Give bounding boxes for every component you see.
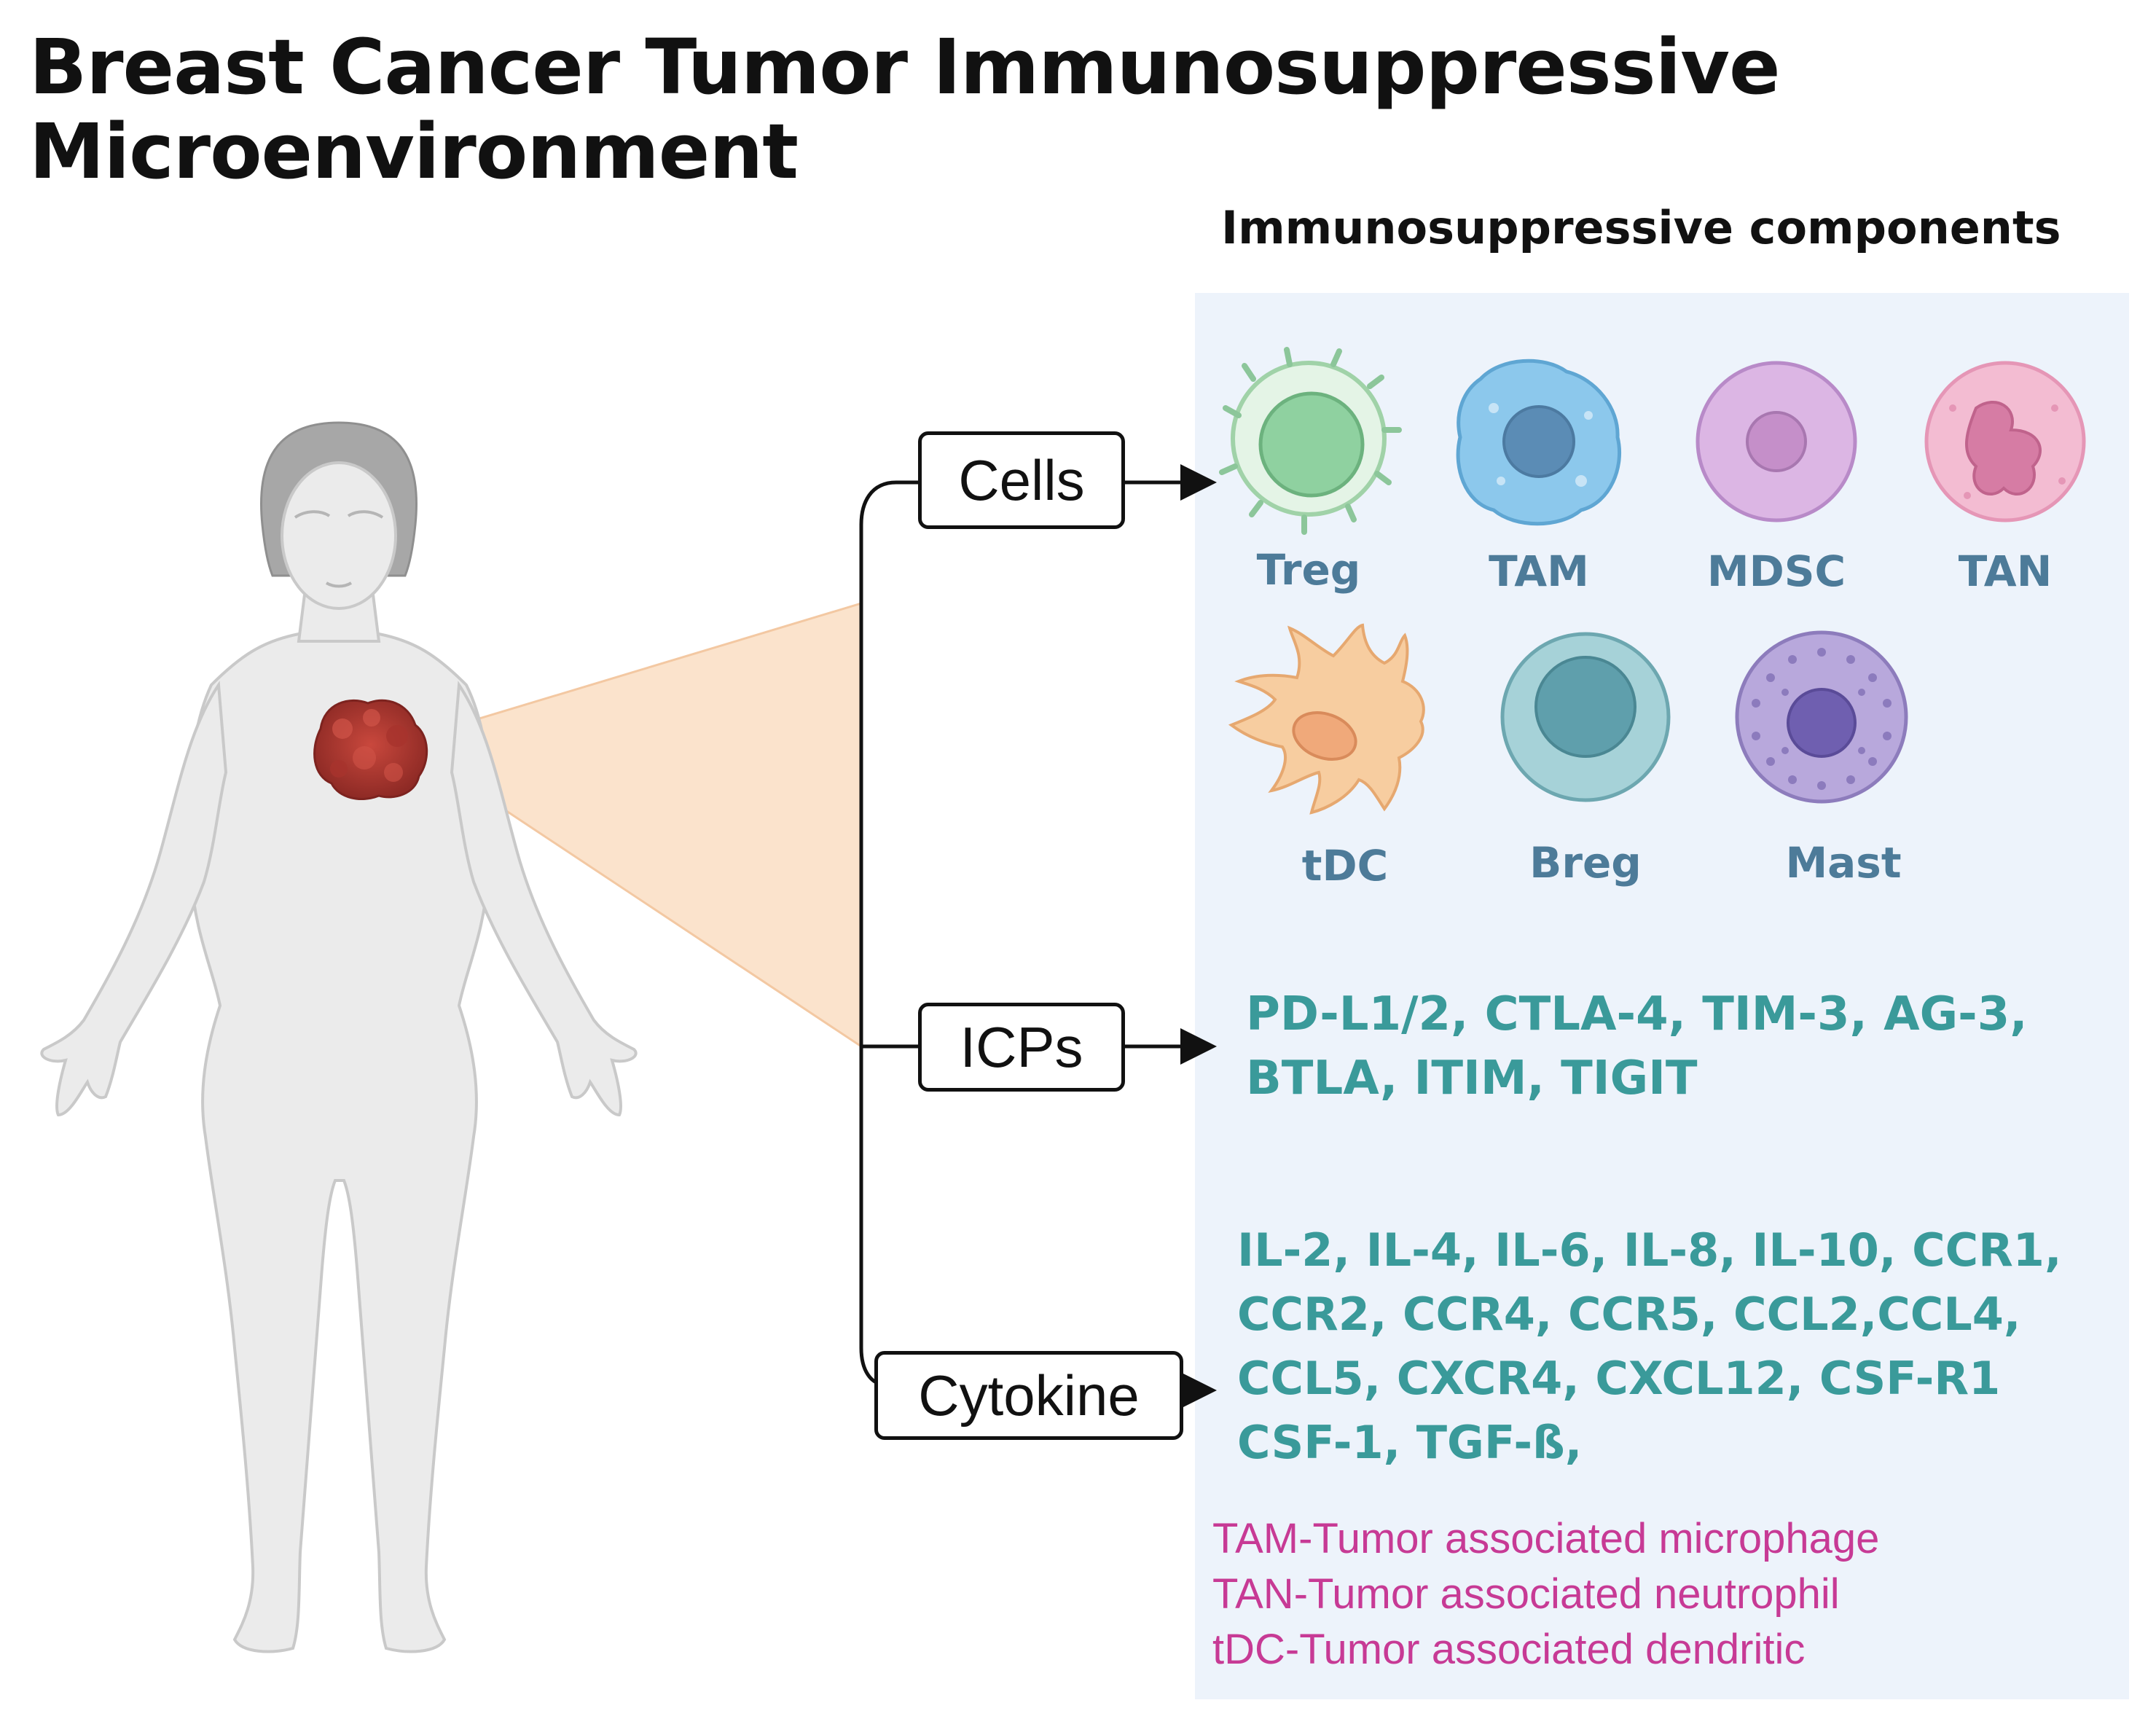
cytokine-line-4: CSF-1, TGF-ß, (1237, 1416, 1583, 1469)
mast-cell-icon (1735, 630, 1908, 804)
cell-label-tam: TAM (1489, 547, 1589, 596)
icps-list: PD-L1/2, CTLA-4, TIM-3, AG-3, BTLA, ITIM… (1246, 982, 2028, 1111)
abbreviation-legend: TAM-Tumor associated microphage TAN-Tumo… (1212, 1511, 1879, 1677)
cell-label-tan: TAN (1958, 547, 2053, 596)
breg-cell-icon (1500, 632, 1671, 802)
tdc-cell-icon (1228, 623, 1425, 815)
cell-label-breg: Breg (1529, 838, 1642, 888)
treg-cell-icon (1219, 347, 1402, 535)
icps-line-1: PD-L1/2, CTLA-4, TIM-3, AG-3, (1246, 987, 2028, 1041)
connector-tree (859, 480, 920, 1387)
tam-cell-icon (1456, 359, 1622, 526)
mdsc-cell-icon (1696, 361, 1857, 522)
tan-cell-icon (1924, 361, 2086, 522)
legend-item-tam: TAM-Tumor associated microphage (1212, 1515, 1880, 1562)
cells-category-box: Cells (918, 431, 1125, 529)
tumor-icon (313, 699, 428, 800)
components-panel (1195, 293, 2129, 1699)
page-title: Breast Cancer Tumor Immunosuppressive Mi… (29, 23, 1781, 196)
legend-item-tan: TAN-Tumor associated neutrophil (1212, 1570, 1840, 1618)
title-line-1: Breast Cancer Tumor Immunosuppressive (29, 23, 1781, 111)
cytokine-line-2: CCR2, CCR4, CCR5, CCL2,CCL4, (1237, 1288, 2021, 1341)
icps-category-box: ICPs (918, 1003, 1125, 1092)
icps-line-2: BTLA, ITIM, TIGIT (1246, 1052, 1698, 1105)
legend-item-tdc: tDC-Tumor associated dendritic (1212, 1626, 1806, 1673)
cytokine-category-box: Cytokine (874, 1351, 1183, 1440)
cytokine-list: IL-2, IL-4, IL-6, IL-8, IL-10, CCR1, CCR… (1237, 1218, 2062, 1475)
cell-label-mdsc: MDSC (1706, 547, 1846, 596)
human-body-figure (40, 421, 638, 1653)
cell-label-treg: Treg (1256, 545, 1361, 595)
cell-label-tdc: tDC (1301, 841, 1389, 890)
cytokine-line-3: CCL5, CXCR4, CXCL12, CSF-R1 (1237, 1352, 2001, 1405)
cytokine-line-1: IL-2, IL-4, IL-6, IL-8, IL-10, CCR1, (1237, 1223, 2062, 1277)
title-line-2: Microenvironment (29, 107, 799, 196)
cell-label-mast: Mast (1785, 838, 1902, 888)
section-heading: Immunosuppressive components (1221, 201, 2061, 254)
